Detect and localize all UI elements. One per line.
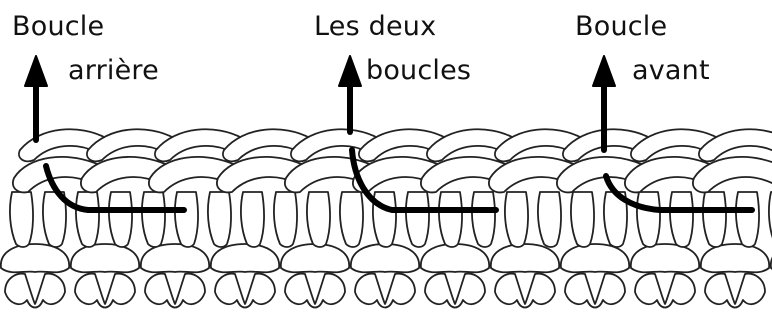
stitch-post [538,192,561,247]
stitch-post [736,192,759,247]
bottom-stitch [495,274,555,308]
stitch-post [340,192,363,247]
bottom-stitch [75,274,135,308]
arrow-head [339,56,361,86]
middle-stitch [351,244,419,272]
label-front-loop-line2: avant [632,56,710,86]
stitch-post [472,192,495,247]
stitch-post [142,192,165,247]
arrow-head [593,56,615,86]
arrow-head [25,56,47,86]
bottom-stitch-row [5,274,772,308]
bottom-stitch [145,274,205,308]
label-both-loops-line2: boucles [366,56,471,86]
stitch-post [307,192,330,247]
middle-stitch [281,244,349,272]
label-front-loop-line1: Boucle [575,12,667,42]
bottom-stitch [565,274,625,308]
post-stitch-row [10,192,772,247]
label-both-loops-line1: Les deux [314,12,436,42]
stitch-post [703,192,726,247]
bottom-stitch [5,274,65,308]
bottom-stitch [285,274,345,308]
top-front-loops [13,157,772,192]
stitch-post [439,192,462,247]
stitch-post [241,192,264,247]
stitch-post [208,192,231,247]
middle-stitch [141,244,209,272]
middle-stitch [701,244,769,272]
stitch-post [109,192,132,247]
stitch-post [670,192,693,247]
bottom-stitch [705,274,765,308]
stitch-post [406,192,429,247]
middle-stitch-row [1,244,772,272]
bottom-stitch [215,274,275,308]
middle-stitch [421,244,489,272]
stitch-post [10,192,33,247]
middle-stitch [1,244,69,272]
middle-stitch [631,244,699,272]
bottom-stitch [635,274,695,308]
middle-stitch [211,244,279,272]
stitch-post [76,192,99,247]
stitch-post [505,192,528,247]
stitch-post [571,192,594,247]
bottom-stitch [355,274,415,308]
middle-stitch [71,244,139,272]
middle-stitch [561,244,629,272]
bottom-stitch [425,274,485,308]
middle-stitch [491,244,559,272]
label-back-loop-line2: arrière [68,56,159,86]
stitch-post [637,192,660,247]
stitch-post [274,192,297,247]
stitch-post [175,192,198,247]
label-back-loop-line1: Boucle [12,12,104,42]
